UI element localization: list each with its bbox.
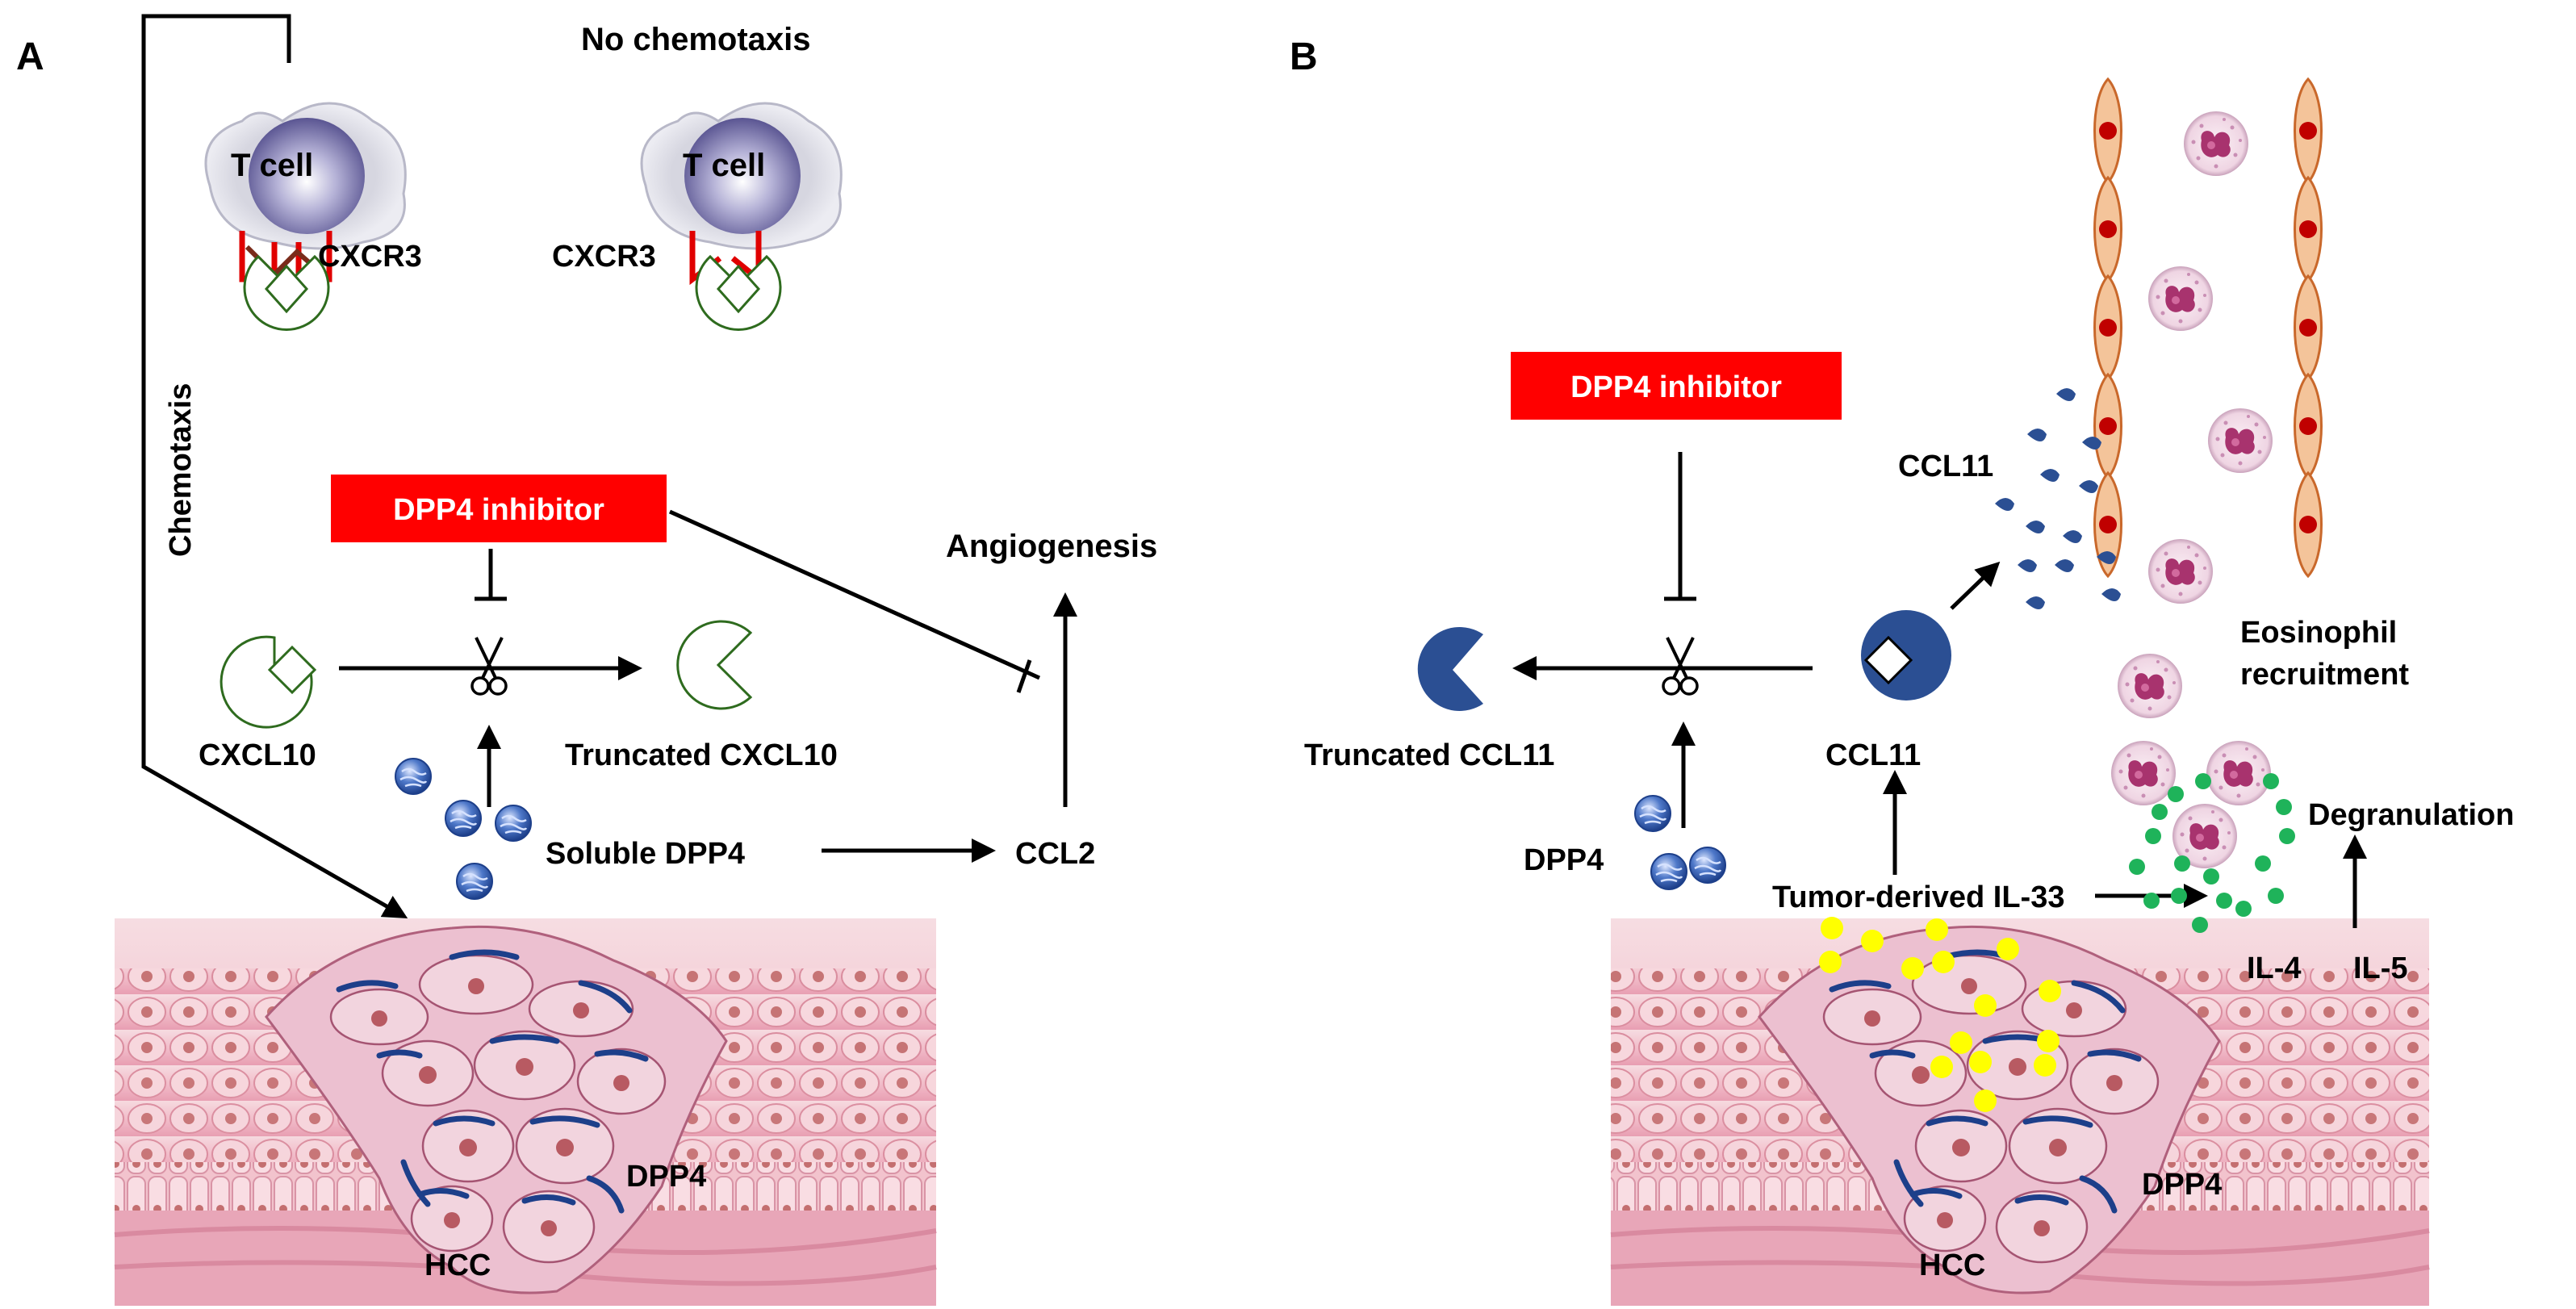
ccl11-top-label: CCL11: [1898, 450, 1993, 483]
hcc-tissue-b: [1610, 917, 2430, 1306]
dpp4-membrane-b: [1829, 949, 2142, 1214]
il33-label: Tumor-derived IL-33: [1772, 880, 2064, 914]
dpp4-inhibitor-box-a: [331, 475, 667, 542]
t-cell-icon: T cell: [204, 102, 407, 250]
truncated-ccl11-icon: [1417, 627, 1483, 711]
t-cell-icon: T cell: [640, 102, 843, 250]
degranulation-label: Degranulation: [2308, 798, 2514, 832]
no-chemotaxis-label: No chemotaxis: [581, 22, 811, 57]
il4-label: IL-4: [2247, 951, 2302, 985]
ccl2-label: CCL2: [1015, 837, 1095, 871]
hcc-label-b: HCC: [1919, 1248, 1985, 1282]
dpp4-soluble-label-b: DPP4: [1524, 843, 1604, 877]
cxcl10-label: CXCL10: [199, 738, 316, 772]
hcc-tissue-a: [114, 918, 937, 1306]
ccl11-to-vessel-arrow: [1950, 561, 2001, 610]
cxcr3-label-2: CXCR3: [552, 240, 656, 274]
il5-label: IL-5: [2353, 951, 2408, 985]
dpp4-inhibitor-box-b: [1511, 352, 1842, 420]
eosinophil-label-2: recruitment: [2240, 658, 2409, 692]
truncated-cxcl10-icon: [676, 620, 753, 710]
chemotaxis-label: Chemotaxis: [164, 383, 198, 557]
ccl11-droplets: [1995, 388, 2121, 609]
soluble-dpp4-label: Soluble DPP4: [546, 837, 745, 871]
cxcl10-intact: [220, 635, 317, 729]
cxcr3-label-1: CXCR3: [318, 240, 422, 274]
il4-il5-dots: [2129, 773, 2295, 933]
dpp4-membrane-a: [336, 949, 649, 1214]
hcc-label-a: HCC: [424, 1248, 491, 1282]
scissors-icon: [470, 636, 508, 696]
truncated-cxcl10-2: [695, 254, 782, 331]
ccl11-label: CCL11: [1825, 738, 1921, 772]
eosinophil-icon: [2111, 111, 2273, 868]
eosinophil-label-1: Eosinophil: [2240, 616, 2397, 650]
inhibition-bar-scissors-b: [1664, 452, 1696, 601]
t-cell-label-1: T cell: [231, 148, 313, 183]
il33-dots: [1819, 917, 2061, 1112]
t-cell-label-2: T cell: [683, 148, 765, 183]
dpp4-membrane-label-a: DPP4: [626, 1160, 706, 1194]
dpp4-inhibitor-label-a: DPP4 inhibitor: [393, 493, 604, 527]
cxcl10-bound-1: [243, 254, 330, 331]
scissors-icon: [1662, 636, 1699, 696]
chemotaxis-loop-arrow: [141, 14, 408, 918]
dpp4-membrane-label-b: DPP4: [2142, 1168, 2222, 1202]
panel-b-letter: B: [1290, 36, 1318, 78]
panel-b: B: [1290, 36, 2514, 1306]
soluble-dpp4-icon: [394, 757, 533, 901]
truncated-ccl11-label: Truncated CCL11: [1304, 738, 1554, 772]
ccl11-intact: [1861, 610, 1951, 701]
truncated-cxcl10-label: Truncated CXCL10: [565, 738, 838, 772]
inhibition-bar-scissors-a: [475, 549, 507, 601]
inhibition-bar-ccl2: [668, 509, 1041, 693]
dpp4-inhibitor-label-b: DPP4 inhibitor: [1570, 370, 1782, 404]
panel-a: A: [16, 14, 1157, 1306]
panel-a-letter: A: [16, 36, 44, 78]
dpp4-sphere-icon: [1633, 794, 1727, 891]
angiogenesis-label: Angiogenesis: [946, 529, 1157, 564]
